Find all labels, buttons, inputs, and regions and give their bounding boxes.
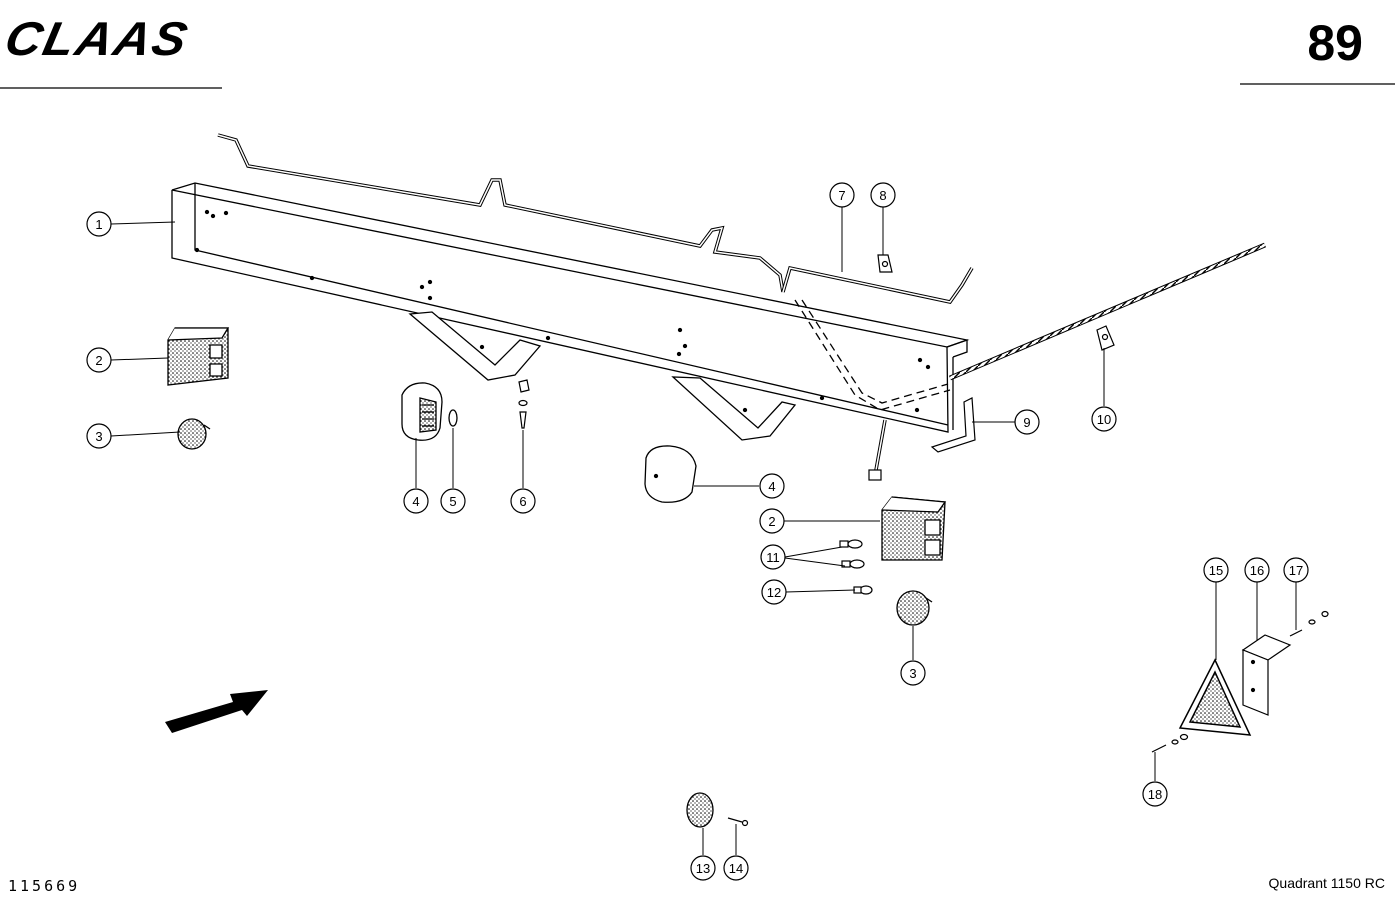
svg-text:10: 10 xyxy=(1097,412,1111,427)
lens-part-3-b xyxy=(896,590,933,626)
svg-text:2: 2 xyxy=(95,353,102,368)
svg-text:6: 6 xyxy=(519,494,526,509)
model-name: Quadrant 1150 RC xyxy=(1268,875,1385,891)
beam-support-right xyxy=(671,376,797,441)
screw-part-14 xyxy=(727,817,749,827)
callout-3-a: 3 xyxy=(86,423,112,449)
triangle-bracket-part-16 xyxy=(1241,634,1292,716)
callout-14: 14 xyxy=(723,855,749,881)
svg-text:14: 14 xyxy=(729,861,743,876)
cable-harness-part xyxy=(217,133,974,481)
callout-16: 16 xyxy=(1244,557,1270,583)
callout-12: 12 xyxy=(761,579,787,605)
main-beam-part xyxy=(171,182,970,433)
bracket-part-9 xyxy=(930,397,976,453)
callout-15: 15 xyxy=(1203,557,1229,583)
callout-4-b: 4 xyxy=(759,473,785,499)
page-number: 89 xyxy=(1307,15,1363,71)
svg-text:9: 9 xyxy=(1023,415,1030,430)
svg-text:16: 16 xyxy=(1250,563,1264,578)
gasket-part-5 xyxy=(448,409,458,427)
svg-text:4: 4 xyxy=(768,479,775,494)
callout-2-a: 2 xyxy=(86,347,112,373)
callout-1: 1 xyxy=(86,211,112,237)
bulb-part-12 xyxy=(853,585,873,595)
callout-2-b: 2 xyxy=(759,508,785,534)
reflector-part-13 xyxy=(686,792,714,828)
callout-11: 11 xyxy=(760,544,786,570)
svg-text:11: 11 xyxy=(766,550,780,565)
direction-arrow xyxy=(165,690,268,733)
side-marker-part-4-b xyxy=(644,445,697,503)
svg-text:4: 4 xyxy=(412,494,419,509)
callout-5: 5 xyxy=(440,488,466,514)
svg-text:2: 2 xyxy=(768,514,775,529)
bolt-part-18 xyxy=(1151,733,1189,753)
tail-lamp-part-2-a xyxy=(167,327,230,386)
callout-4-a: 4 xyxy=(403,488,429,514)
callout-18: 18 xyxy=(1142,781,1168,807)
svg-text:1: 1 xyxy=(95,217,102,232)
svg-text:13: 13 xyxy=(696,861,710,876)
svg-text:3: 3 xyxy=(95,429,102,444)
svg-text:18: 18 xyxy=(1148,787,1162,802)
svg-text:7: 7 xyxy=(838,188,845,203)
leader-lines xyxy=(110,207,1297,855)
callout-7: 7 xyxy=(829,182,855,208)
svg-text:17: 17 xyxy=(1289,563,1303,578)
callout-9: 9 xyxy=(1014,409,1040,435)
screw-part-6 xyxy=(518,379,530,429)
side-marker-part-4-a xyxy=(401,382,443,441)
tail-lamp-part-2-b xyxy=(881,496,947,561)
drawing-number: 115669 xyxy=(8,877,81,895)
callout-10: 10 xyxy=(1091,406,1117,432)
svg-text:5: 5 xyxy=(449,494,456,509)
bolt-part-17 xyxy=(1289,610,1329,637)
callout-8: 8 xyxy=(870,182,896,208)
beam-support-left xyxy=(408,311,542,381)
long-cable xyxy=(949,242,1266,381)
cable-clip-part-10 xyxy=(1096,325,1115,351)
svg-text:15: 15 xyxy=(1209,563,1223,578)
callout-17: 17 xyxy=(1283,557,1309,583)
callout-3-b: 3 xyxy=(900,660,926,686)
callout-13: 13 xyxy=(690,855,716,881)
svg-text:12: 12 xyxy=(767,585,781,600)
callout-6: 6 xyxy=(510,488,536,514)
svg-text:8: 8 xyxy=(879,188,886,203)
lens-part-3-a xyxy=(177,418,211,450)
warning-triangle-part-15 xyxy=(1178,658,1252,736)
svg-text:3: 3 xyxy=(909,666,916,681)
bulbs-part-11 xyxy=(839,539,865,569)
cable-clip-part-8 xyxy=(877,254,893,273)
